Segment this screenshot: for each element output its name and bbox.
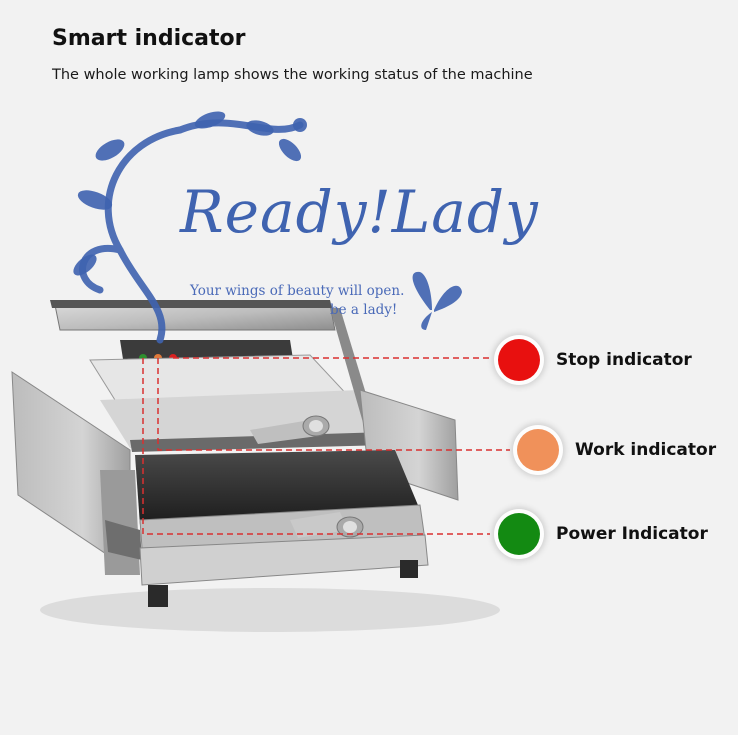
- work-leader-line: [157, 358, 510, 451]
- watermark-brand: Ready!Lady: [180, 178, 539, 246]
- work-indicator-dot: [517, 429, 559, 471]
- watermark-tagline-2: be a lady!: [330, 302, 398, 318]
- stop-indicator-dot: [498, 339, 540, 381]
- work-indicator: Work indicator: [517, 429, 716, 471]
- watermark-leaves-icon: [73, 111, 307, 276]
- page-title: Smart indicator: [52, 26, 246, 51]
- work-indicator-label: Work indicator: [575, 440, 717, 460]
- stop-indicator-label: Stop indicator: [556, 350, 692, 370]
- page-subtitle: The whole working lamp shows the working…: [52, 67, 533, 83]
- power-leader-line: [142, 358, 490, 535]
- power-indicator-dot: [498, 513, 540, 555]
- stop-indicator: Stop indicator: [498, 339, 692, 381]
- power-indicator-label: Power Indicator: [556, 524, 708, 544]
- power-indicator: Power Indicator: [498, 513, 708, 555]
- watermark-tagline-1: Your wings of beauty will open.: [190, 283, 405, 299]
- butterfly-icon: [412, 271, 462, 330]
